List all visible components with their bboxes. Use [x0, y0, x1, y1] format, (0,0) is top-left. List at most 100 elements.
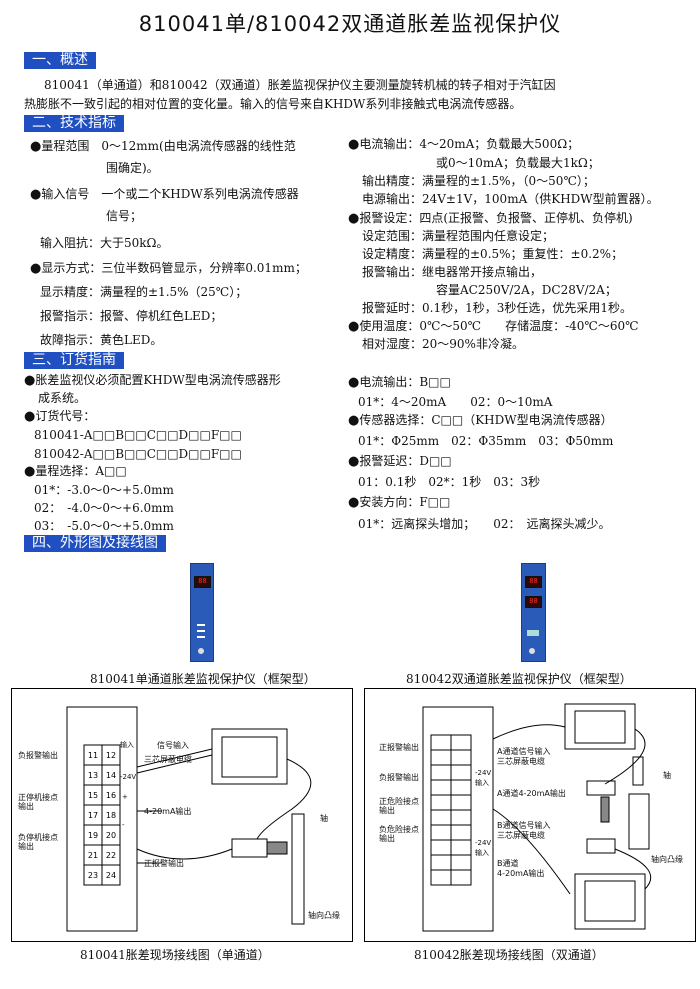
label-b-channel: B通道	[497, 859, 519, 868]
order-right-8: 01*：远离探头增加； 02： 远离探头减少。	[358, 517, 611, 531]
digital-display-a: 88	[525, 576, 542, 588]
label-b-cable: 三芯屏蔽电缆	[497, 831, 545, 840]
order-right-1: ●电流输出：B□□	[348, 375, 451, 390]
terminal-number: 14	[106, 771, 116, 780]
spec-left-7: 显示精度：满量程的±1.5%（25℃）；	[40, 285, 248, 299]
order-right-3: ●传感器选择：C□□（KHDW型电涡流传感器）	[348, 413, 613, 428]
terminal-number: 23	[88, 871, 98, 880]
spec-right-10: 报警延时：0.1秒，1秒，3秒任选，优先采用1秒。	[362, 301, 632, 315]
spec-right-4: 电源输出：24V±1V，100mA（供KHDW型前置器）。	[362, 192, 659, 206]
spec-left-3: ●输入信号 一个或二个KHDW系列电涡流传感器	[30, 187, 299, 202]
spec-right-2: 或0～10mA；负载最大1kΩ；	[436, 156, 600, 170]
section-drawings-header: 四、外形图及接线图	[24, 535, 166, 552]
label-shielded-cable: 三芯屏蔽电缆	[144, 755, 192, 764]
wiring-diagram-dual: 正报警输出 负报警输出 正危险接点输出 负危险接点输出 A通道信号输入 三芯屏蔽…	[364, 688, 696, 942]
terminal-number: 16	[106, 791, 116, 800]
terminal-number: 21	[88, 851, 98, 860]
spec-right-8: 报警输出：继电器常开接点输出，	[362, 265, 543, 279]
probe-a	[586, 780, 616, 796]
bullet-icon: ●	[348, 137, 360, 152]
order-right-7: ●安装方向：F□□	[348, 495, 451, 510]
mini-minus: -	[122, 821, 125, 829]
preamp-box	[211, 728, 288, 785]
overview-line-2: 热膨胀不一致引起的相对位置的变化量。输入的信号来自KHDW系列非接触式电涡流传感…	[24, 97, 522, 111]
spec-left-2: 围确定)。	[106, 161, 159, 175]
spec-left-1: ●量程范围 0～12mm(由电涡流传感器的线性范	[30, 139, 296, 154]
spec-left-4: 信号；	[106, 209, 143, 223]
axial-flange	[291, 813, 305, 925]
test-jack	[529, 648, 535, 654]
label-pos-alarm: 正报警输出	[144, 859, 184, 868]
test-jack	[198, 648, 204, 654]
label-pos-alarm: 正报警输出	[379, 743, 419, 752]
spec-left-8: 报警指示：报警、停机红色LED；	[40, 309, 223, 323]
caption-photo-810041: 810041单通道胀差监视保护仪（框架型）	[90, 672, 316, 686]
terminal-number: 12	[106, 751, 116, 760]
order-right-2: 01*：4～20mA 02：0～10mA	[358, 395, 553, 409]
terminal-number: 24	[106, 871, 116, 880]
digital-display-b: 88	[525, 596, 542, 608]
spec-left-6: ●显示方式：三位半数码管显示，分辨率0.01mm；	[30, 261, 307, 276]
order-right-6: 01：0.1秒 02*：1秒 03：3秒	[358, 475, 541, 489]
terminal-number: 17	[88, 811, 98, 820]
label-pos-danger: 正危险接点输出	[379, 797, 419, 815]
bullet-icon: ●	[348, 211, 360, 226]
order-left-6: ●量程选择：A□□	[24, 464, 127, 479]
label-neg-alarm: 负报警输出	[379, 773, 419, 782]
mini-24v: -24V	[120, 773, 137, 781]
label-b-4-20ma: 4-20mA输出	[497, 869, 545, 878]
label-signal-input: 信号输入	[157, 741, 189, 750]
order-code-2: 810042-A□□B□□C□□D□□F□□	[34, 447, 242, 461]
bullet-icon: ●	[348, 454, 360, 469]
order-left-8: 02： -4.0～0～+6.0mm	[34, 501, 174, 515]
order-left-2: 成系统。	[38, 391, 87, 405]
bullet-icon: ●	[348, 319, 360, 334]
probe-tip	[266, 841, 288, 855]
order-left-9: 03： -5.0～0～+5.0mm	[34, 519, 174, 533]
caption-photo-810042: 810042双通道胀差监视保护仪（框架型）	[406, 672, 632, 686]
label-4-20ma: 4-20mA输出	[144, 807, 192, 816]
bullet-icon: ●	[348, 413, 360, 428]
spec-right-1: ●电流输出：4～20mA；负载最大500Ω；	[348, 137, 580, 152]
terminal-number: 13	[88, 771, 98, 780]
mini-24v-b: -24V	[475, 839, 492, 847]
spec-right-5: ●报警设定：四点(正报警、负报警、正停机、负停机)	[348, 211, 633, 226]
caption-diagram-dual: 810042胀差现场接线图（双通道）	[414, 948, 604, 962]
mini-input: 输入	[120, 741, 134, 749]
bullet-icon: ●	[30, 139, 42, 154]
overview-line-1: 810041（单通道）和810042（双通道）胀差监视保护仪主要测量旋转机械的转…	[44, 78, 556, 92]
bullet-icon: ●	[30, 261, 42, 276]
label-a-signal: A通道信号输入	[497, 747, 551, 756]
label-neg-alarm: 负报警输出	[18, 751, 58, 760]
spec-right-3: 输出精度：满量程的±1.5%，（0～50℃）；	[362, 174, 595, 188]
terminal-number: 11	[88, 751, 98, 760]
mini-plus: +	[122, 793, 128, 801]
indicator-panel	[527, 630, 539, 636]
order-left-7: 01*：-3.0～0～+5.0mm	[34, 483, 174, 497]
label-shaft: 轴	[320, 814, 328, 823]
order-right-5: ●报警延迟：D□□	[348, 454, 452, 469]
spec-right-7: 设定精度：满量程的±0.5%；重复性：±0.2%；	[362, 247, 624, 261]
mini-input-b: 输入	[475, 849, 489, 857]
spec-left-5: 输入阻抗：大于50kΩ。	[40, 236, 169, 250]
wiring-diagram-dual-svg	[422, 703, 652, 932]
section-spec-header: 二、技术指标	[24, 115, 124, 132]
shaft-block	[628, 793, 650, 850]
order-right-4: 01*：Φ25mm 02：Φ35mm 03：Φ50mm	[358, 434, 614, 448]
spec-left-9: 故障指示：黄色LED。	[40, 333, 163, 347]
indicator-led	[197, 636, 205, 638]
terminal-block-outline	[66, 706, 138, 932]
bullet-icon: ●	[348, 495, 360, 510]
spec-right-11: ●使用温度：0℃～50℃ 存储温度：-40℃～60℃	[348, 319, 639, 334]
order-left-1: ●胀差监视仪必须配置KHDW型电涡流传感器形	[24, 373, 281, 388]
spec-right-6: 设定范围：满量程范围内任意设定；	[362, 229, 555, 243]
section-overview-header: 一、概述	[24, 52, 96, 69]
bullet-icon: ●	[24, 464, 36, 479]
terminal-block-outline	[422, 706, 494, 932]
terminal-number: 20	[106, 831, 116, 840]
mini-input-a: 输入	[475, 779, 489, 787]
order-code-1: 810041-A□□B□□C□□D□□F□□	[34, 428, 242, 442]
label-a-cable: 三芯屏蔽电缆	[497, 757, 545, 766]
